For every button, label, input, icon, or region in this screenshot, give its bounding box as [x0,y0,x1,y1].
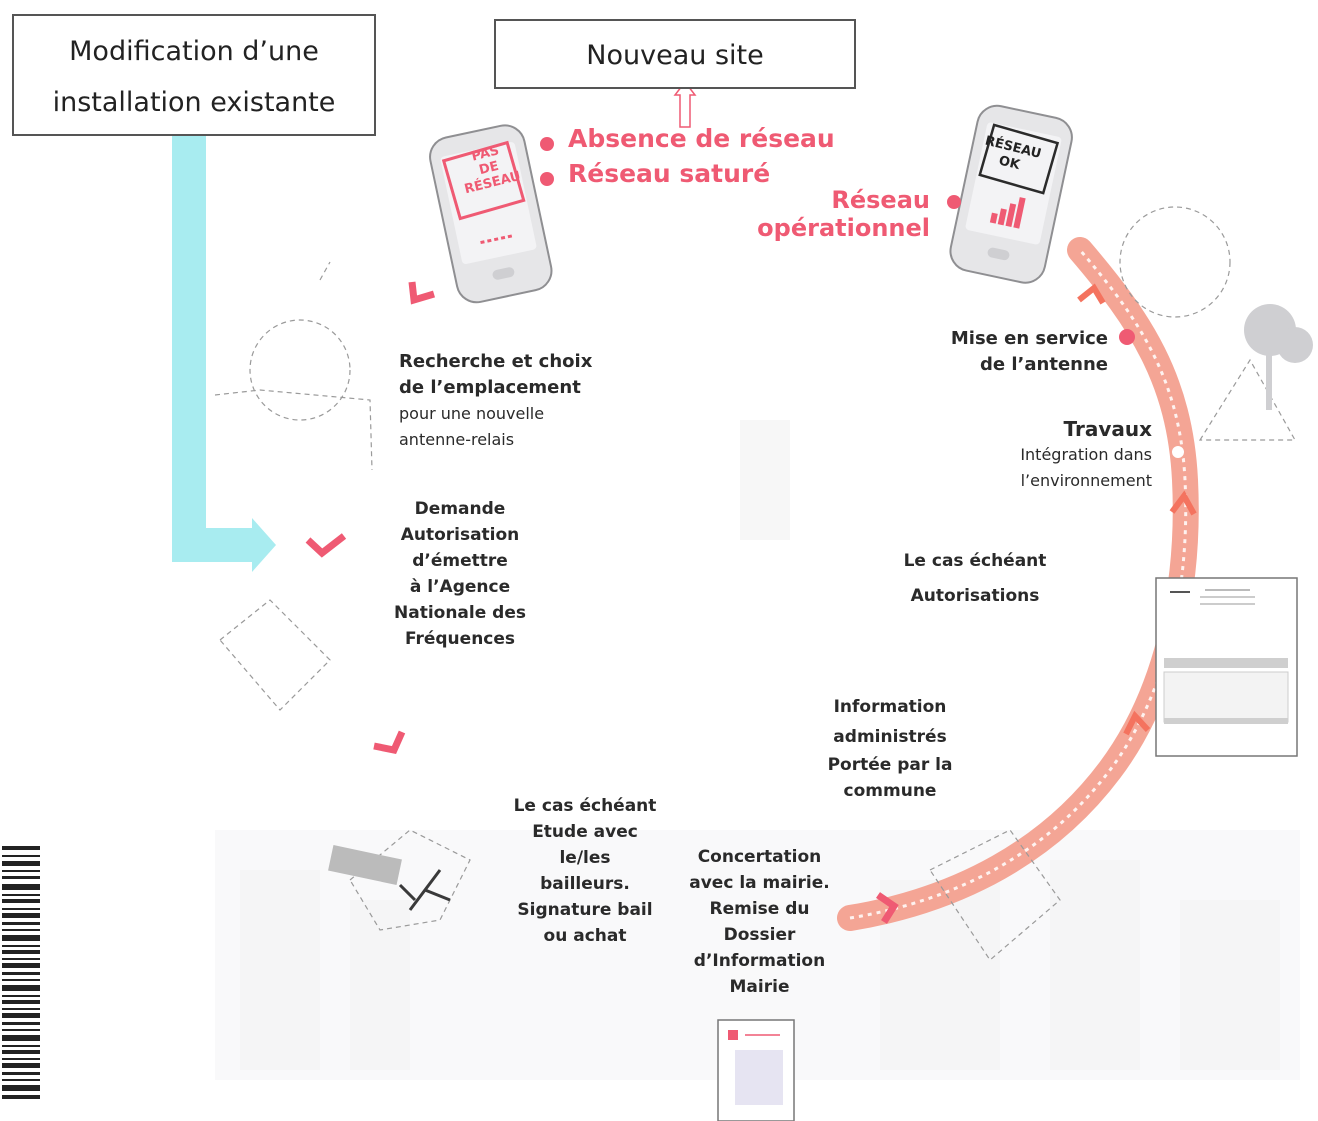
result-line1: Réseau [831,186,930,214]
step-recherche-title2: de l’emplacement [399,377,581,398]
step-travaux-sub2: l’environnement [1020,471,1152,490]
result-line2: opérationnel [757,214,930,242]
step-concertation-line5: d’Information [693,951,826,971]
problem-bullet-2 [540,172,554,186]
step-recherche-sub1: pour une nouvelle [399,404,545,423]
step-information-line2: administrés [833,727,947,747]
step-bailleurs-line6: ou achat [543,926,627,946]
mairie-document [717,1019,795,1121]
step-bailleurs-line2: Etude avec [532,822,638,842]
step-concertation: Concertation avec la mairie. Remise du D… [682,844,837,1000]
step-concertation-line1: Concertation [697,847,822,867]
step-recherche: Recherche et choix de l’emplacement pour… [399,349,592,453]
cyan-arrow [172,112,276,572]
step-demande-line5: Nationale des [394,603,526,623]
step-bailleurs-line5: Signature bail [517,900,653,920]
phone-no-network [429,124,553,304]
step-autorisations-line2: Autorisations [910,586,1040,606]
step-mise-en-service-line2: de l’antenne [980,354,1108,375]
tree-illustration [1244,304,1313,410]
modification-label: Modification d’une installation existant… [52,36,336,118]
step-information-line1: Information [833,697,947,717]
problem-sature: Réseau saturé [568,159,771,188]
step-bailleurs-line1: Le cas échéant [513,796,657,816]
step-demande-line4: à l’Agence [409,577,511,597]
step-bailleurs: Le cas échéant Etude avec le/les bailleu… [505,793,665,949]
problem-absence: Absence de réseau [568,124,835,153]
result-bullet [947,195,961,209]
result-label: Réseau opérationnel [740,186,930,242]
illustration-sketches [214,206,1297,961]
step-information-line3: Portée par la [827,755,953,775]
step-concertation-line6: Mairie [729,977,790,997]
step-information-line4: commune [843,781,937,801]
background-cityscape [215,830,1300,1080]
card-sketch [328,845,402,885]
step-bailleurs-line3: le/les [559,848,611,868]
nouveau-site-box: Nouveau site [494,19,856,89]
step-travaux-title: Travaux [1063,417,1152,441]
step-concertation-line3: Remise du [709,899,810,919]
modification-box: Modification d’une installation existant… [12,14,376,136]
step-autorisations-line1: Le cas échéant [903,551,1047,571]
permit-document [1155,577,1298,757]
step-mise-en-service-line1: Mise en service [950,328,1108,349]
background-building [740,420,790,540]
step-bailleurs-line4: bailleurs. [540,874,630,894]
step-travaux: Travaux Intégration dans l’environnement [990,416,1152,494]
step-concertation-line4: Dossier [723,925,796,945]
tree-leaf-sketch [398,869,451,911]
step-demande-line3: d’émettre [412,551,508,571]
pink-up-arrow [673,80,697,128]
step-travaux-sub1: Intégration dans [1020,445,1152,464]
step-demande-line1: Demande [414,499,506,519]
nouveau-site-label: Nouveau site [586,40,764,71]
barcode [2,846,40,1099]
problem-bullet-1 [540,137,554,151]
left-chevrons [305,281,436,754]
step-autorisations: Le cas échéant Autorisations [895,544,1055,614]
step-mise-en-service: Mise en service de l’antenne [930,326,1108,378]
step-demande-line6: Fréquences [404,629,516,649]
step-concertation-line2: avec la mairie. [689,873,830,893]
step-demande: Demande Autorisation d’émettre à l’Agenc… [385,496,535,652]
phone-network-ok [949,104,1073,284]
step-information: Information administrés Portée par la co… [815,692,965,804]
step-recherche-title1: Recherche et choix [399,351,593,372]
step-demande-line2: Autorisation [400,525,520,545]
step-recherche-sub2: antenne-relais [399,430,515,449]
